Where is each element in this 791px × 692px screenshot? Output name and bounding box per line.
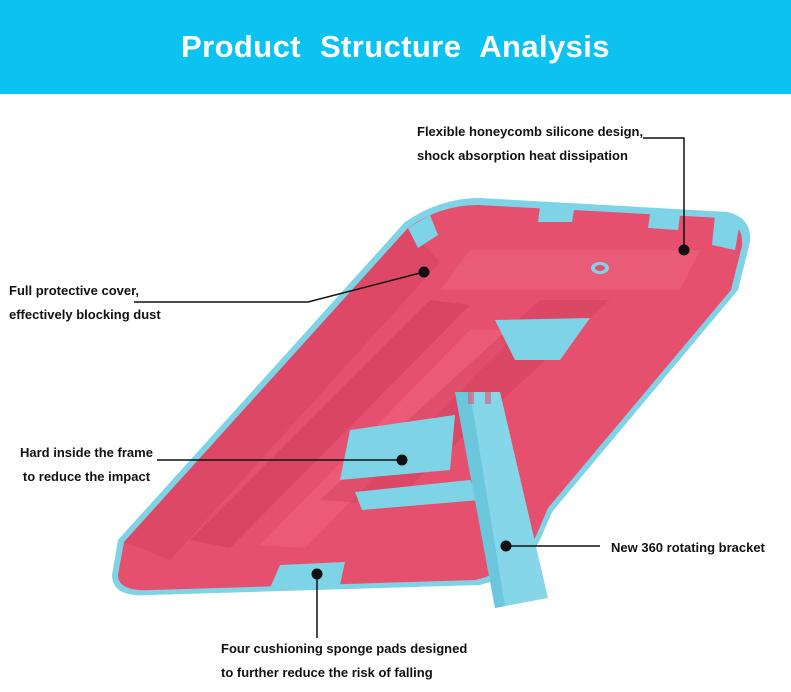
- annotation-pads: Four cushioning sponge pads designed to …: [221, 637, 467, 685]
- annotation-bracket: New 360 rotating bracket: [611, 536, 765, 560]
- annotation-line: New 360 rotating bracket: [611, 540, 765, 555]
- annotation-line: Flexible honeycomb silicone design,: [417, 124, 644, 139]
- marker-cover: [418, 266, 430, 278]
- page-title: Product Structure Analysis: [181, 29, 610, 64]
- annotation-honeycomb: Flexible honeycomb silicone design, shoc…: [417, 120, 643, 168]
- title-banner: Product Structure Analysis: [0, 0, 791, 94]
- annotation-frame: Hard inside the frame to reduce the impa…: [20, 441, 153, 489]
- accent-window-top: [495, 318, 590, 360]
- annotation-line: to further reduce the risk of falling: [221, 665, 433, 680]
- annotation-line: Four cushioning sponge pads designed: [221, 641, 468, 656]
- annotation-line: shock absorption heat dissipation: [417, 148, 628, 163]
- case-edge-shade: [124, 228, 440, 560]
- annotation-cover: Full protective cover, effectively block…: [9, 279, 161, 327]
- leader-cover: [134, 271, 425, 303]
- corner-accent-top-mid: [538, 205, 575, 222]
- annotation-line: Hard inside the frame: [20, 445, 153, 460]
- marker-frame: [396, 454, 408, 466]
- annotation-line: to reduce the impact: [22, 469, 151, 484]
- case-rib-1: [190, 300, 470, 548]
- marker-honeycomb: [678, 244, 690, 256]
- corner-accent-top-right: [712, 215, 740, 250]
- marker-pads: [311, 568, 323, 580]
- annotation-line: Full protective cover,: [9, 283, 140, 298]
- case-rib-4: [440, 250, 700, 290]
- annotation-line: effectively blocking dust: [9, 307, 161, 322]
- corner-accent-top-left: [408, 215, 438, 248]
- kickstand-base: [355, 480, 480, 510]
- accent-bottom-pad: [270, 562, 345, 588]
- leader-honeycomb: [643, 137, 685, 250]
- accent-inner-frame: [340, 415, 455, 480]
- marker-bracket: [500, 540, 512, 552]
